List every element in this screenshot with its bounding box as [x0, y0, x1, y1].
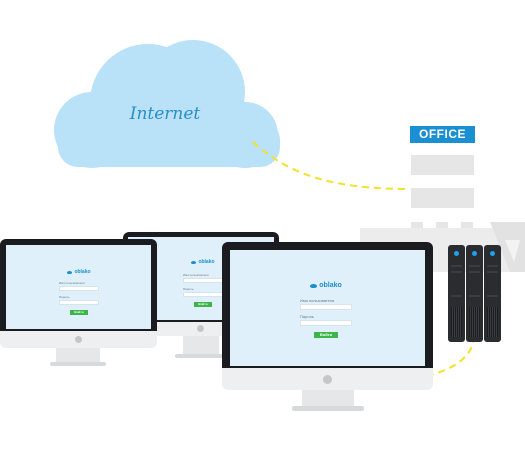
login-label: Имя пользователя — [183, 273, 209, 277]
server-unit — [484, 245, 501, 342]
status-led-icon — [454, 251, 459, 256]
password-label: Пароль — [183, 287, 194, 291]
login-button[interactable]: Войти — [70, 310, 88, 315]
login-button[interactable]: Войти — [194, 302, 212, 307]
brand-logo: oblako — [59, 269, 99, 275]
server-unit — [448, 245, 465, 342]
login-label: Имя пользователя — [59, 281, 85, 285]
brand-logo: oblako — [183, 259, 223, 265]
login-input[interactable] — [59, 286, 99, 291]
login-label: Имя пользователя — [300, 298, 335, 303]
monitor-screen: oblako Имя пользователя Пароль Войти — [230, 250, 425, 366]
cloud-label: Internet — [129, 104, 201, 124]
status-led-icon — [490, 251, 495, 256]
monitor-front: oblako Имя пользователя Пароль Войти — [222, 242, 433, 414]
monitor-screen: oblako Имя пользователя Пароль Войти — [6, 245, 151, 329]
monitor-left: oblako Имя пользователя Пароль Войти — [0, 239, 157, 367]
login-button[interactable]: Войти — [314, 332, 338, 338]
brand-text: oblako — [74, 269, 91, 275]
password-label: Пароль — [59, 295, 70, 299]
status-led-icon — [472, 251, 477, 256]
password-input[interactable] — [183, 292, 223, 297]
brand-text: oblako — [319, 282, 342, 289]
password-input[interactable] — [59, 300, 99, 305]
brand-text: oblako — [198, 259, 215, 265]
login-input[interactable] — [300, 304, 352, 310]
password-input[interactable] — [300, 320, 352, 326]
brand-logo: oblako — [300, 282, 352, 289]
cloud-shape — [54, 40, 280, 168]
server-unit — [466, 245, 483, 342]
login-input[interactable] — [183, 278, 223, 283]
office-label: OFFICE — [410, 126, 475, 143]
password-label: Пароль — [300, 314, 314, 319]
